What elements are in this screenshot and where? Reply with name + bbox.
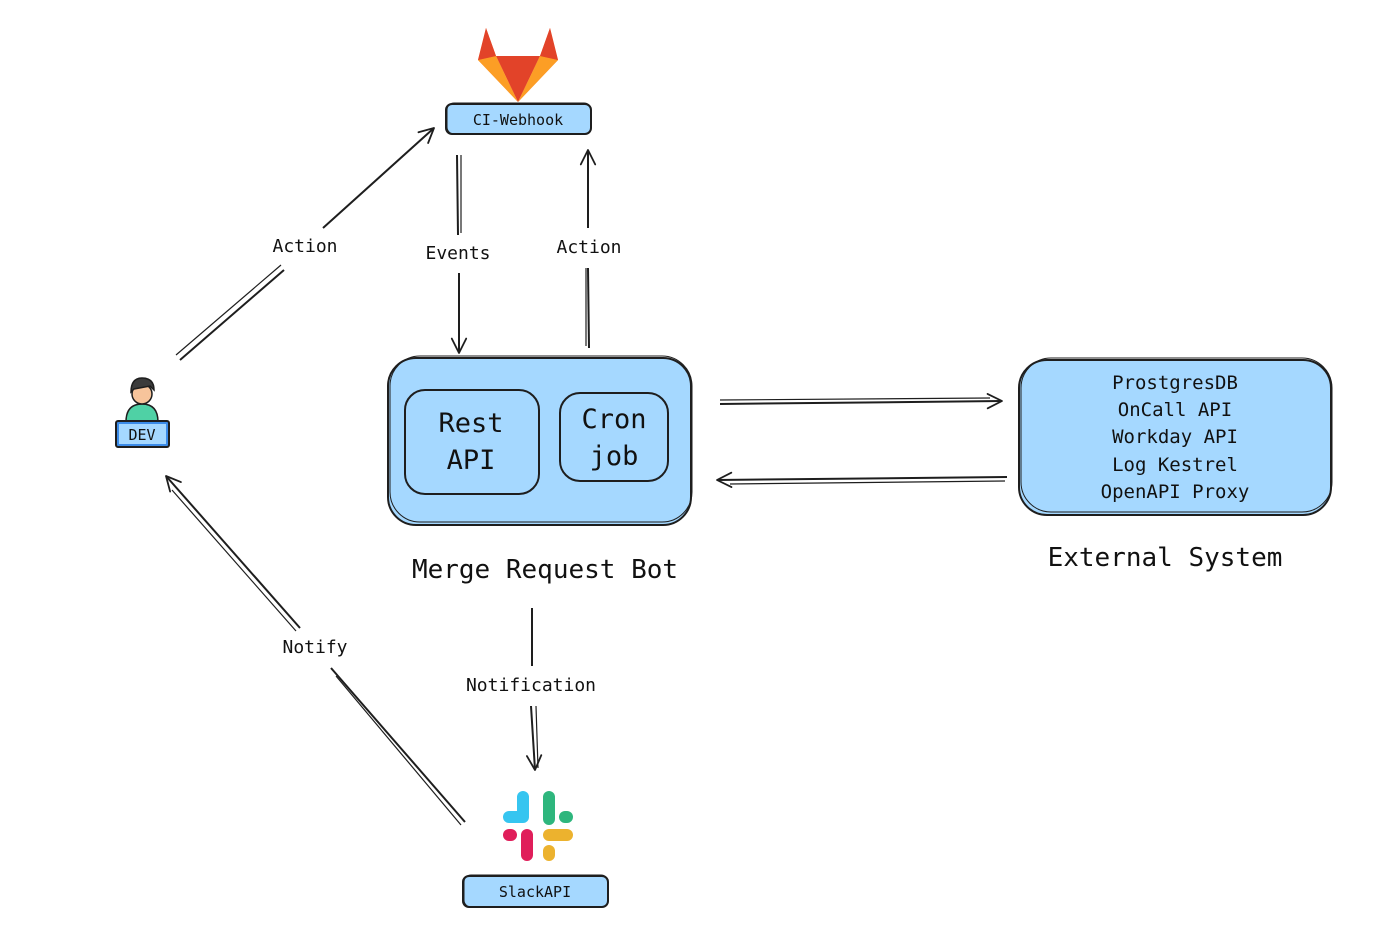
merge-request-bot-node: Rest API Cron job Merge Request Bot (387, 355, 693, 585)
edge-label-dev-action: Action (272, 236, 337, 257)
external-item-openapi-proxy: OpenAPI Proxy (1101, 481, 1250, 503)
rest-api-label-line2: API (447, 445, 496, 476)
merge-request-bot-caption: Merge Request Bot (412, 555, 678, 585)
ci-webhook-node: CI-Webhook (445, 102, 592, 135)
edge-slack-to-dev: Notify (165, 475, 466, 826)
cron-job-label-line2: job (590, 441, 639, 472)
slack-api-label: SlackAPI (499, 883, 571, 901)
gitlab-logo-icon (478, 28, 558, 102)
external-system-node: ProstgresDB OnCall API Workday API Log K… (1018, 357, 1333, 573)
cron-job-label-line1: Cron (581, 404, 646, 435)
cron-job-component: Cron job (559, 392, 669, 482)
edge-label-notify: Notify (282, 637, 347, 658)
external-item-workday: Workday API (1112, 426, 1238, 448)
edge-dev-to-webhook: Action (175, 127, 435, 361)
external-item-oncall: OnCall API (1118, 399, 1232, 421)
edge-label-bot-action: Action (556, 237, 621, 258)
edge-webhook-to-bot: Events (425, 154, 491, 354)
edge-bot-to-external (719, 393, 1003, 410)
developer-person-icon (125, 377, 159, 423)
edge-label-events: Events (425, 243, 490, 264)
edge-bot-to-slack: Notification (466, 608, 596, 771)
rest-api-label-line1: Rest (438, 408, 503, 439)
edge-external-to-bot (716, 471, 1008, 488)
rest-api-component: Rest API (404, 389, 540, 495)
external-item-log-kestrel: Log Kestrel (1112, 454, 1238, 476)
developer-node: DEV (115, 377, 170, 448)
ci-webhook-label: CI-Webhook (473, 111, 563, 129)
external-system-caption: External System (1048, 543, 1283, 573)
dev-label: DEV (128, 426, 155, 444)
external-item-postgres: ProstgresDB (1112, 372, 1238, 394)
slack-api-node: SlackAPI (462, 874, 609, 908)
slack-logo-icon (503, 791, 573, 861)
edge-bot-to-webhook: Action (556, 149, 622, 349)
edge-label-notification: Notification (466, 675, 596, 696)
